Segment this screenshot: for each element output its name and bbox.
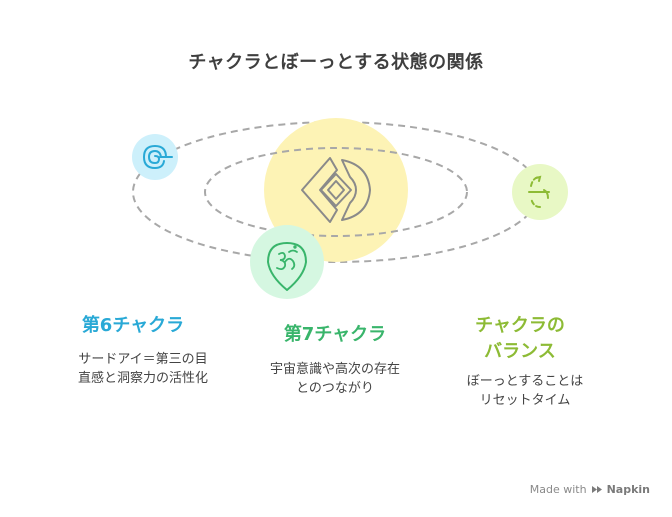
- sixth-desc-line: 直感と洞察力の活性化: [77, 371, 208, 386]
- center-glow: [264, 118, 408, 262]
- balance-heading-line: チャクラの: [475, 315, 565, 336]
- seventh-chakra-description: 宇宙意識や高次の存在 とのつながり: [240, 360, 430, 398]
- om-symbol-icon: [276, 245, 298, 271]
- spiral-eye-icon: [142, 144, 173, 170]
- made-with-label: Made with: [529, 483, 587, 496]
- chakra-diamond-icon: [301, 157, 371, 223]
- balance-desc-line: リセットタイム: [479, 393, 571, 408]
- balance-heading: チャクラの バランス: [445, 313, 595, 365]
- balance-heading-line: バランス: [484, 341, 556, 362]
- made-with-napkin[interactable]: Made with Napkin: [530, 483, 650, 496]
- napkin-brand: Napkin: [606, 483, 650, 496]
- sixth-desc-line: サードアイ＝第三の目: [78, 352, 208, 367]
- om-symbol-icon-pin: [267, 242, 307, 291]
- sixth-chakra-heading: 第6チャクラ: [81, 315, 185, 336]
- seventh-desc-line: とのつながり: [296, 381, 374, 396]
- balance-desc-line: ぼーっとすることは: [466, 374, 584, 389]
- inner-orbit: [204, 147, 468, 237]
- seventh-node-circle: [250, 225, 324, 299]
- reset-cycle-icon: [528, 175, 550, 208]
- balance-description: ぼーっとすることは リセットタイム: [430, 372, 620, 410]
- sixth-chakra-description: サードアイ＝第三の目 直感と洞察力の活性化: [48, 350, 238, 388]
- page-title: チャクラとぼーっとする状態の関係: [188, 52, 484, 73]
- seventh-chakra-heading: 第7チャクラ: [283, 324, 387, 345]
- napkin-logo-icon: [591, 486, 602, 493]
- seventh-desc-line: 宇宙意識や高次の存在: [269, 362, 400, 377]
